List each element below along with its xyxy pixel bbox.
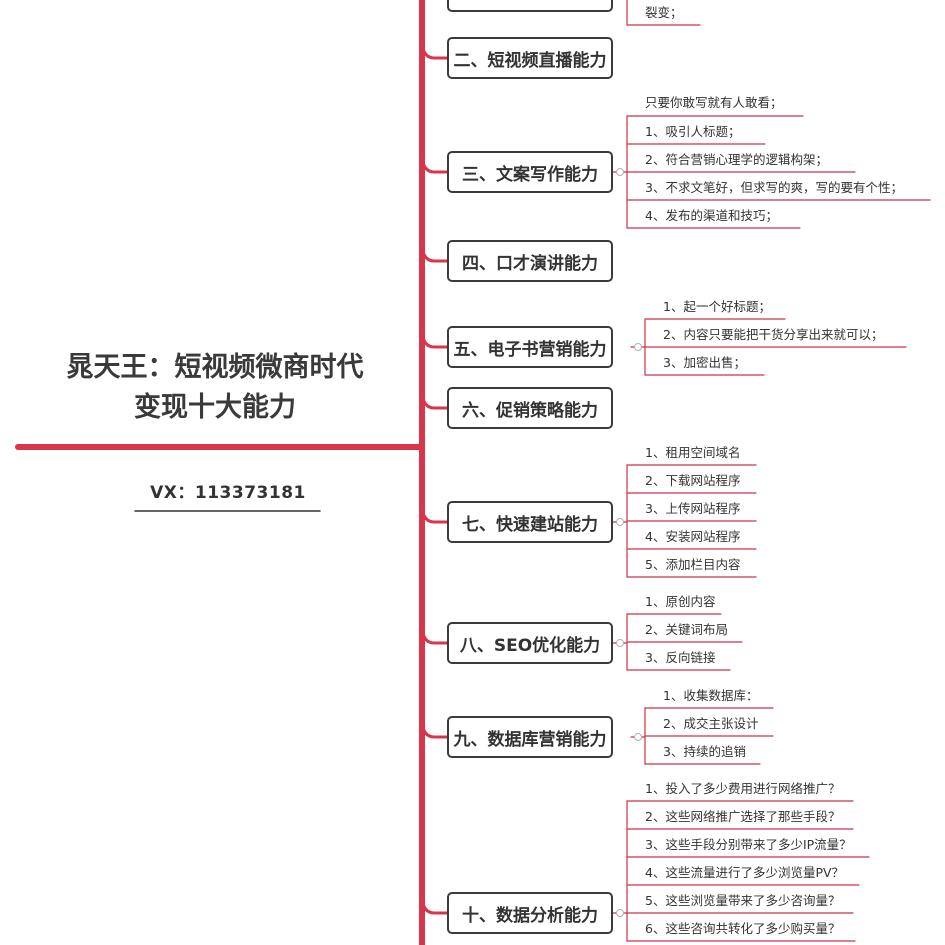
leaf-9-2: 3、持续的追销 [663,744,746,759]
collapse-toggle-2[interactable] [616,518,624,526]
branch-link-2 [420,245,449,263]
branch-link-0 [420,42,449,60]
collapse-toggle-0[interactable] [616,168,624,176]
leaf-3-3: 3、不求文笔好，但求写的爽，写的要有个性； [645,180,903,195]
partial-leaf: 裂变； [645,5,683,20]
leaf-3-4: 4、发布的渠道和技巧； [645,208,778,223]
leaf-7-3: 4、安装网站程序 [645,529,741,544]
leaf-10-1: 2、这些网络推广选择了那些手段？ [645,809,841,824]
partial-branch-node[interactable] [447,0,613,12]
leaf-9-1: 2、成交主张设计 [663,716,759,731]
leaf-5-0: 1、起一个好标题； [663,299,771,314]
branch-node-5[interactable]: 五、电子书营销能力 [447,326,613,368]
branch-label: 二、短视频直播能力 [453,50,607,71]
branch-node-3[interactable]: 三、文案写作能力 [447,151,613,193]
branch-node-9[interactable]: 九、数据库营销能力 [447,716,613,758]
branch-label: 十、数据分析能力 [462,905,598,926]
partial-leaf-underline [626,0,701,26]
collapse-toggle-4[interactable] [634,733,642,741]
branch-node-2[interactable]: 二、短视频直播能力 [447,37,613,79]
leaf-7-4: 5、添加栏目内容 [645,557,741,572]
branch-label: 七、快速建站能力 [462,514,598,535]
branch-node-7[interactable]: 七、快速建站能力 [447,501,613,543]
branch-node-8[interactable]: 八、SEO优化能力 [447,622,613,664]
leaf-7-1: 2、下载网站程序 [645,473,741,488]
leaf-3-1: 1、吸引人标题； [645,124,741,139]
branch-link-8 [420,897,449,915]
branch-link-7 [420,721,449,739]
leaf-10-2: 3、这些手段分别带来了多少IP流量？ [645,837,852,852]
branch-link-6 [420,627,449,645]
leaf-3-0: 只要你敢写就有人敢看； [645,95,783,110]
leaf-9-0: 1、收集数据库： [663,688,759,703]
root-title-line1: 晁天王：短视频微商时代 [66,352,364,383]
branch-link-3 [420,331,449,349]
leaf-8-1: 2、关键词布局 [645,622,728,637]
branch-node-10[interactable]: 十、数据分析能力 [447,892,613,934]
leaf-5-1: 2、内容只要能把干货分享出来就可以； [663,327,884,342]
branch-label: 八、SEO优化能力 [459,635,601,656]
leaf-10-3: 4、这些流量进行了多少浏览量PV？ [645,865,845,880]
leaf-7-0: 1、租用空间域名 [645,445,741,460]
leaf-10-5: 6、这些咨询共转化了多少购买量？ [645,921,841,936]
leaf-5-2: 3、加密出售； [663,355,746,370]
branch-link-1 [420,156,449,174]
leaf-3-2: 2、符合营销心理学的逻辑构架； [645,152,828,167]
contact-wechat: VX：113373181 [150,483,306,503]
branch-label: 五、电子书营销能力 [453,339,607,360]
collapse-toggle-5[interactable] [616,909,624,917]
branch-label: 六、促销策略能力 [462,400,598,421]
leaf-8-0: 1、原创内容 [645,594,716,609]
branch-label: 九、数据库营销能力 [453,729,607,750]
leaf-7-2: 3、上传网站程序 [645,501,741,516]
branch-link-4 [420,392,449,410]
branch-node-6[interactable]: 六、促销策略能力 [447,387,613,429]
leaf-10-0: 1、投入了多少费用进行网络推广？ [645,781,841,796]
leaf-10-4: 5、这些浏览量带来了多少咨询量？ [645,893,841,908]
branch-link-5 [420,506,449,524]
branch-node-4[interactable]: 四、口才演讲能力 [447,240,613,282]
branch-label: 三、文案写作能力 [462,164,598,185]
branch-label: 四、口才演讲能力 [462,253,598,274]
root-title: 晁天王：短视频微商时代 变现十大能力 [20,348,410,428]
collapse-toggle-1[interactable] [634,343,642,351]
leaf-8-2: 3、反向链接 [645,650,716,665]
collapse-toggle-3[interactable] [616,639,624,647]
root-title-line2: 变现十大能力 [134,392,296,423]
